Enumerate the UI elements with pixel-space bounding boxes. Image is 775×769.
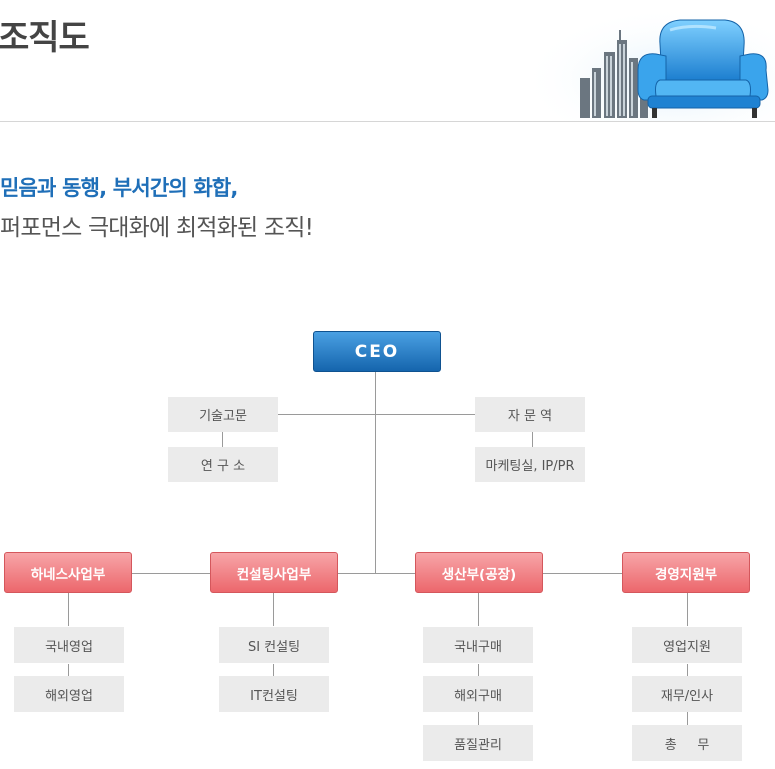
- unit-box: 총 무: [632, 725, 742, 761]
- page-title: 조직도: [0, 18, 90, 58]
- advisory-connector-line: [278, 414, 475, 415]
- unit-box: 국내영업: [14, 627, 124, 663]
- department-box: 생산부(공장): [415, 552, 543, 593]
- slogan-subline: 퍼포먼스 극대화에 최적화된 조직!: [0, 215, 314, 241]
- dept-2-link-2: [273, 664, 274, 676]
- dept-4-link-3: [687, 711, 688, 725]
- dept-4-link-2: [687, 664, 688, 676]
- department-bus-line: [132, 573, 622, 574]
- advisory-research-lab: 연 구 소: [168, 447, 278, 482]
- ceo-trunk-line: [375, 372, 376, 573]
- ceo-box: CEO: [313, 331, 441, 372]
- dept-2-link: [273, 593, 274, 626]
- unit-box: SI 컨설팅: [219, 627, 329, 663]
- department-box: 하네스사업부: [4, 552, 132, 593]
- dept-4-link: [687, 593, 688, 626]
- advisory-right-link: [532, 432, 533, 448]
- header-divider: [0, 121, 775, 122]
- unit-box: 해외영업: [14, 676, 124, 712]
- department-box: 컨설팅사업부: [210, 552, 338, 593]
- advisory-left-link: [222, 432, 223, 448]
- advisory-consultant: 자 문 역: [475, 397, 585, 432]
- department-box: 경영지원부: [622, 552, 750, 593]
- unit-box: 재무/인사: [632, 676, 742, 712]
- advisory-marketing: 마케팅실, IP/PR: [475, 447, 585, 482]
- unit-box: 영업지원: [632, 627, 742, 663]
- unit-box: 품질관리: [423, 725, 533, 761]
- dept-1-link: [68, 593, 69, 626]
- building-armchair-illustration: [520, 0, 775, 122]
- unit-box: 국내구매: [423, 627, 533, 663]
- dept-3-link-2: [478, 664, 479, 676]
- dept-1-link-2: [68, 664, 69, 676]
- unit-box: 해외구매: [423, 676, 533, 712]
- unit-box: IT컨설팅: [219, 676, 329, 712]
- advisory-tech-advisor: 기술고문: [168, 397, 278, 432]
- dept-3-link: [478, 593, 479, 626]
- slogan-headline: 믿음과 동행, 부서간의 화합,: [0, 176, 238, 200]
- dept-3-link-3: [478, 711, 479, 725]
